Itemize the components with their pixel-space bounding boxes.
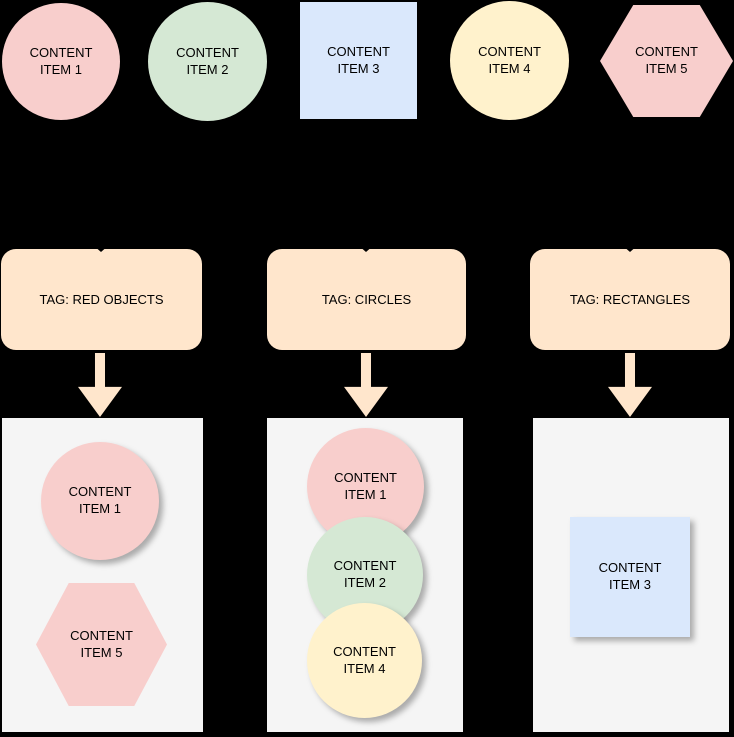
tag-circles-label: TAG: CIRCLES <box>321 292 412 307</box>
content-item-3-label: CONTENT ITEM 3 <box>327 43 390 76</box>
grouped-content-item-3-label: CONTENT ITEM 3 <box>598 560 662 592</box>
connector-arrowhead-icon <box>93 245 109 252</box>
grouped-content-item-1-label: CONTENT ITEM 1 <box>68 484 132 516</box>
content-item-2-label: CONTENT ITEM 2 <box>176 44 239 77</box>
tag-rectangles: TAG: RECTANGLES <box>530 249 730 350</box>
grouped-content-item-1-circles: CONTENT ITEM 1 <box>307 428 424 545</box>
grouped-content-item-4-label: CONTENT ITEM 4 <box>333 643 396 676</box>
grouped-content-item-5-label: CONTENT ITEM 5 <box>70 627 133 660</box>
grouped-content-item-1: CONTENT ITEM 1 <box>41 442 159 560</box>
content-item-3: CONTENT ITEM 3 <box>300 2 417 119</box>
content-item-1-label: CONTENT ITEM 1 <box>29 44 93 77</box>
down-arrow-icon-red-objects <box>78 353 122 417</box>
tag-red-objects: TAG: RED OBJECTS <box>1 249 202 350</box>
grouped-content-item-1-circles-label: CONTENT ITEM 1 <box>334 469 397 502</box>
down-arrow-icon-rectangles <box>608 353 652 417</box>
tag-circles: TAG: CIRCLES <box>267 249 466 350</box>
grouped-content-item-3: CONTENT ITEM 3 <box>570 517 690 637</box>
down-arrow-icon-circles <box>344 353 388 417</box>
tag-rectangles-label: TAG: RECTANGLES <box>569 292 691 307</box>
grouped-content-item-4: CONTENT ITEM 4 <box>307 603 422 718</box>
content-item-5: CONTENT ITEM 5 <box>600 5 733 117</box>
content-item-5-label: CONTENT ITEM 5 <box>635 44 698 76</box>
content-item-4: CONTENT ITEM 4 <box>450 1 569 120</box>
tag-red-objects-label: TAG: RED OBJECTS <box>39 292 164 307</box>
connector-arrowhead-icon <box>358 245 374 252</box>
content-item-1: CONTENT ITEM 1 <box>2 3 120 120</box>
connector-arrowhead-icon <box>622 245 638 252</box>
content-item-4-label: CONTENT ITEM 4 <box>478 43 541 76</box>
content-item-2: CONTENT ITEM 2 <box>148 2 267 121</box>
grouped-content-item-2-label: CONTENT ITEM 2 <box>333 558 397 590</box>
